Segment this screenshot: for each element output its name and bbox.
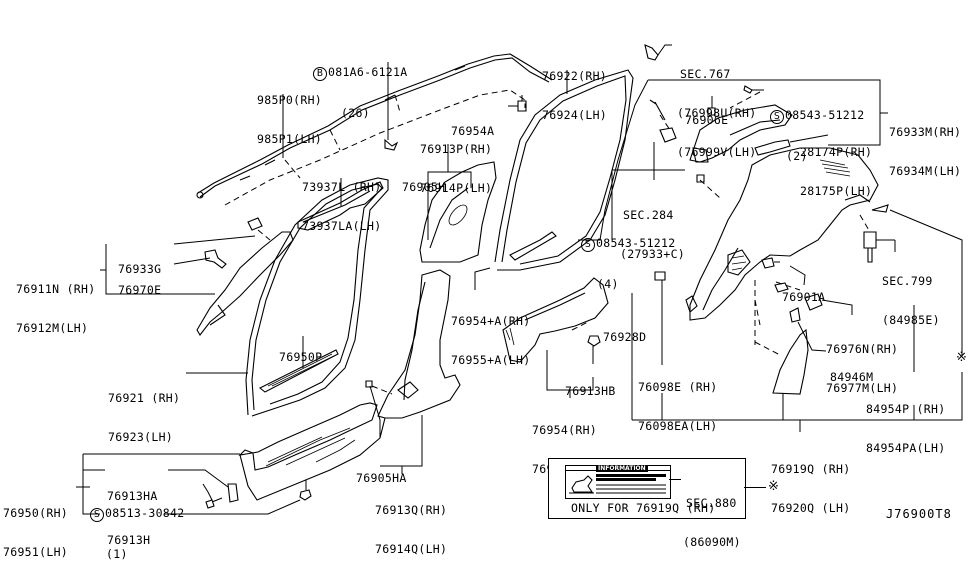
- info-label-note: ONLY FOR 76919Q (RH): [571, 501, 716, 515]
- clip-76913h-icon: [300, 480, 311, 500]
- screw-symbol-icon: S: [770, 110, 784, 124]
- leader-76933g: [174, 236, 255, 244]
- callout-76901a: 76901A: [782, 290, 826, 304]
- callout-assist-grip: 73937L (RH) 73937LA(LH): [302, 180, 382, 233]
- cover-76976n: [805, 294, 822, 310]
- callout-luggage-side-lower: 84954P (RH) 84954PA(LH): [866, 402, 946, 455]
- leader-76901a: [790, 266, 805, 285]
- leader-76905ha: [370, 386, 380, 438]
- leader-76976n: [822, 300, 852, 315]
- callout-76950p: 76950P: [279, 350, 323, 364]
- callout-76905h: 76905H: [402, 180, 446, 194]
- clip-76933g-icon: [248, 218, 270, 240]
- kicking-plate-mold: [260, 350, 338, 392]
- callout-76905ha: 76905HA: [356, 471, 407, 485]
- warning-label-illustration: INFORMATION: [565, 465, 671, 499]
- b-pillar-lower: [378, 270, 460, 418]
- callout-sec284: SEC.284 (27933+C): [620, 208, 686, 261]
- bracket-b-pillar-lower: [380, 415, 422, 466]
- sec284-part: [650, 100, 676, 142]
- callout-76913hb: 76913HB: [565, 384, 616, 398]
- clip-76970e-icon: [205, 250, 226, 268]
- callout-76906e: 76906E: [685, 113, 729, 127]
- asterisk-mark-right: ※: [956, 350, 968, 365]
- leader-info-asterisk: [744, 487, 766, 488]
- callout-rear-side-finisher: 76919Q (RH) 76920Q (LH): [771, 462, 851, 515]
- callout-front-kicking-plate: 76950(RH) 76951(LH): [3, 506, 69, 559]
- callout-sec799: SEC.799 (84985E): [882, 274, 940, 327]
- clip-76901a-icon: [762, 258, 800, 292]
- leader-28174p: [790, 135, 828, 142]
- rear-side-finisher: [690, 148, 878, 320]
- screw-symbol-icon: S: [581, 238, 595, 252]
- clip-76906e-icon: [708, 96, 715, 115]
- cap-84946m: [790, 308, 800, 322]
- callout-76913h: 76913H: [107, 533, 151, 547]
- bolt-symbol-icon: B: [313, 67, 327, 81]
- screw-08513-icon: [206, 498, 222, 508]
- callout-84946m: 84946M: [830, 370, 874, 384]
- bracket-front-pillar: [106, 244, 215, 294]
- leader-84946m: [798, 322, 826, 351]
- curtain-airbag: [197, 54, 552, 205]
- callout-76933g: 76933G: [118, 262, 162, 276]
- clip-76913ha-icon: [228, 484, 238, 502]
- callout-front-door-weatherstrip: 76921 (RH) 76923(LH): [108, 391, 181, 444]
- screw-symbol-icon: S: [90, 508, 104, 522]
- callout-side-finisher-clip: 76098E (RH) 76098EA(LH): [638, 380, 718, 433]
- clip-76928d-icon: [686, 296, 697, 312]
- clip-76098e-icon: [655, 272, 665, 280]
- diagram-code: J76900T8: [886, 507, 952, 521]
- bolt-icon: [385, 62, 397, 150]
- luggage-side-lower: [755, 300, 808, 394]
- asterisk-mark-info: ※: [768, 479, 780, 494]
- callout-speaker-grille: 28174P(RH) 28175P(LH): [800, 145, 873, 198]
- callout-76970e: 76970E: [118, 283, 162, 297]
- leader-sec880: [669, 479, 681, 480]
- front-kicking-plate: [240, 403, 385, 500]
- leader-08513: [203, 484, 212, 500]
- leader-76913ha: [168, 470, 228, 487]
- callout-airbag: 985P0(RH) 985P1(LH): [257, 93, 323, 146]
- leader-76954-a: [475, 268, 490, 290]
- sec767-fastener: [645, 45, 672, 60]
- callout-cover-76976n: 76976N(RH) 76977M(LH): [826, 342, 899, 395]
- callout-b-pillar-lower: 76913Q(RH) 76914Q(LH): [375, 503, 448, 556]
- callout-sec767: SEC.767 (76998U(RH) (76999V(LH): [677, 67, 757, 159]
- callout-sec880: SEC.880 (86090M): [683, 496, 741, 549]
- bracket-rear-side-finisher: [632, 372, 962, 420]
- callout-76928d: 76928D: [603, 330, 647, 344]
- clip-76913hb-icon: [572, 322, 600, 346]
- callout-b-pillar-upper: 76913P(RH) 76914P(LH): [420, 142, 493, 195]
- clip-76905ha-icon: [366, 381, 392, 394]
- callout-76954a: 76954A: [451, 124, 495, 138]
- callout-rear-pillar-finisher: 76933M(RH) 76934M(LH): [889, 125, 962, 178]
- clip-76954a: [508, 95, 526, 111]
- b-pillar-upper: [420, 162, 496, 262]
- leader-76970e: [174, 258, 210, 264]
- sec799-seatbelt-buckle: [860, 205, 895, 262]
- screw-08543-2-icon: [730, 86, 764, 108]
- callout-rear-kicking-plate-asm: 76954+A(RH) 76955+A(LH): [451, 314, 531, 367]
- leader-76913h: [164, 500, 300, 514]
- seat-pictogram-icon: [566, 474, 666, 498]
- front-pillar-finisher: [197, 232, 293, 335]
- rear-door-weatherstrip: [495, 70, 633, 270]
- front-door-weatherstrip: [246, 178, 388, 416]
- leader-right-edge: [890, 210, 962, 356]
- info-label-box: INFORMATION SEC.880 (86090M) ONLY FOR 76…: [548, 458, 746, 549]
- rear-kicking-plate: [503, 278, 608, 362]
- callout-76913ha: 76913HA: [107, 489, 158, 503]
- speaker-grille: [755, 140, 790, 155]
- callout-door-weatherstrip-rear: 76922(RH) 76924(LH): [542, 69, 608, 122]
- callout-front-pillar-finisher: 76911N (RH) 76912M(LH): [16, 282, 96, 335]
- bracket-sec284: [612, 170, 685, 240]
- assist-grip: [298, 182, 383, 230]
